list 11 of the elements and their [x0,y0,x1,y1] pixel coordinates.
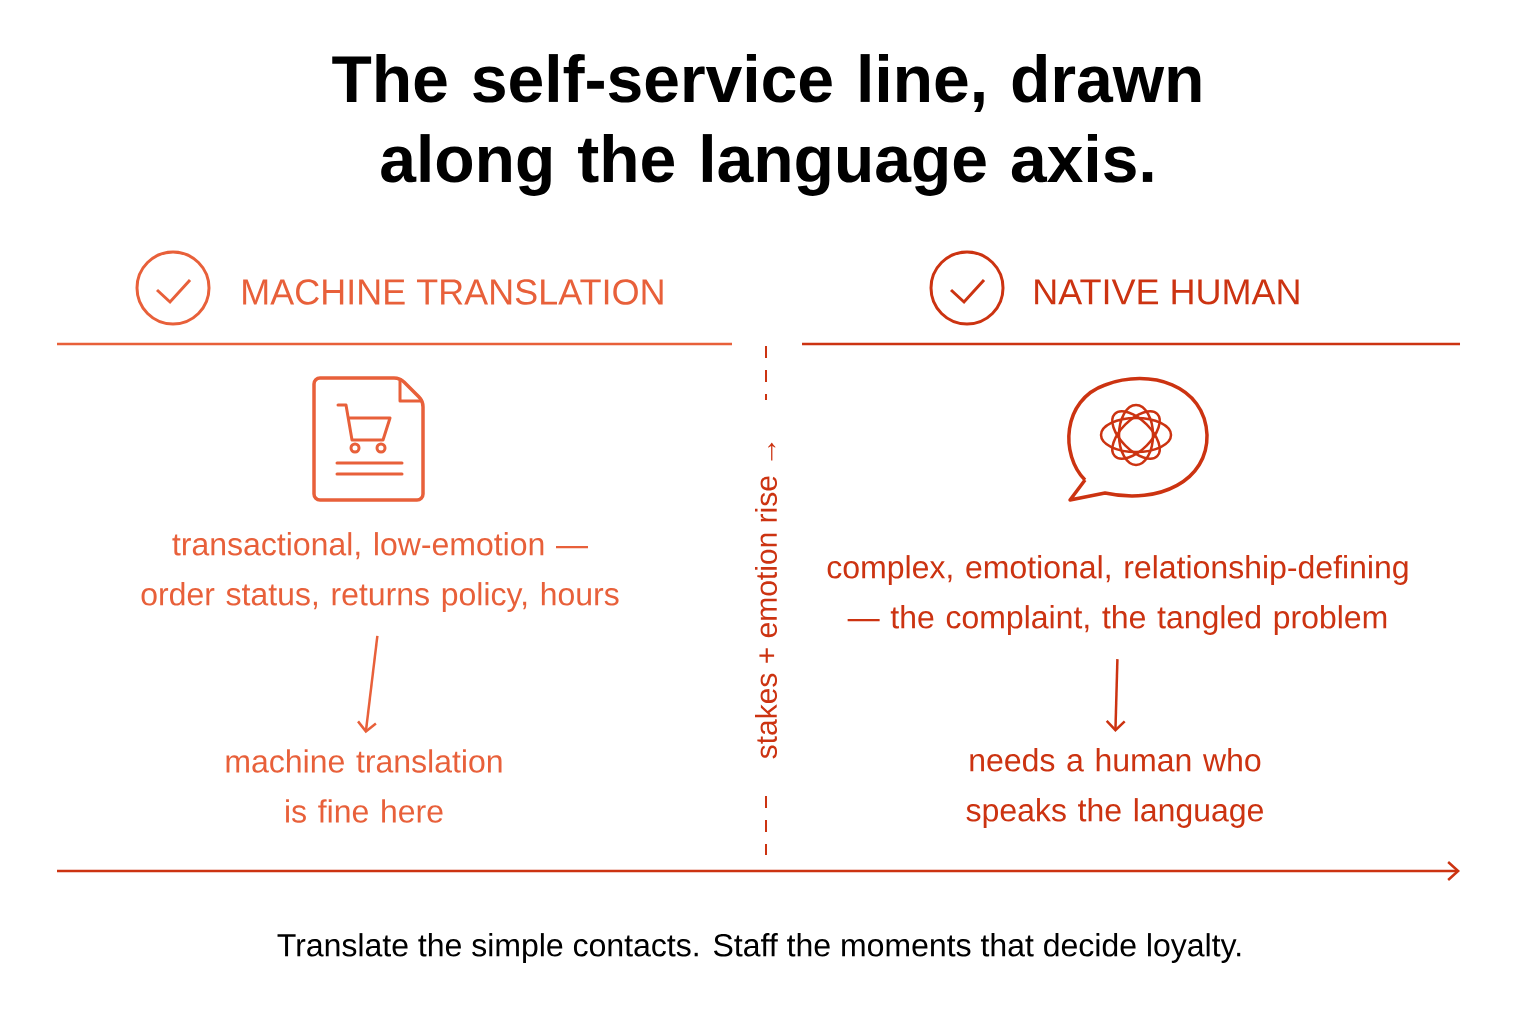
statement-text: needs a human who speaks the language [966,748,1263,828]
column-heading: MACHINE TRANSLATION [243,279,663,305]
title: The self-service line, drawn along the language axis. [332,54,1201,196]
arrow [357,635,379,734]
axis-label: stakes + emotion rise → [755,442,778,759]
statement-text: machine translation is fine here [226,749,502,823]
caption: Translate the simple contacts. Staff the moments that decide loyalty. [277,933,1241,963]
column-heading: NATIVE HUMAN [1035,279,1299,305]
statement-text: transactional, low-emotion — order status, returns policy, hours [141,532,619,612]
statement-text: complex, emotional, relationship-defining — the complaint, the tangled problem [827,555,1408,635]
arrow [1105,659,1126,732]
